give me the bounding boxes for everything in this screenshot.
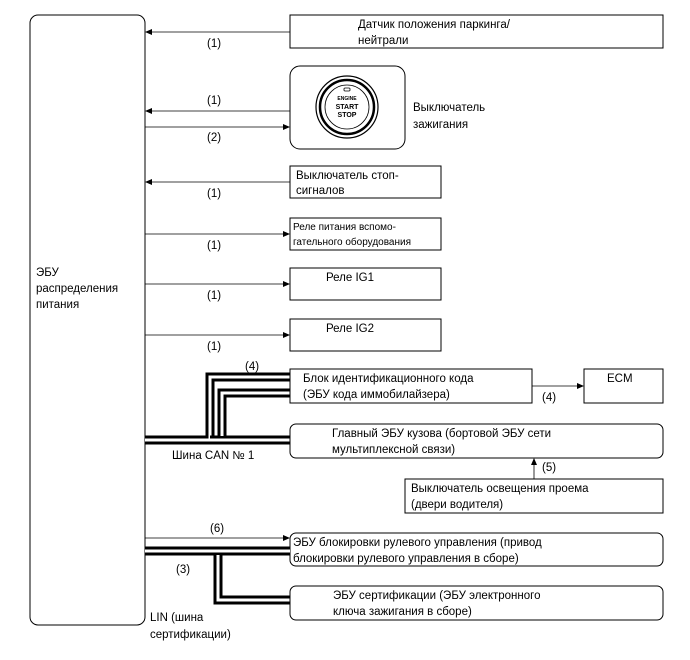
- acc-relay-label: Реле питания вспомо- гательного оборудов…: [293, 222, 411, 248]
- park-sensor-box: [289, 14, 664, 49]
- door-switch-signal-number: (5): [542, 462, 556, 474]
- acc-relay-signal-line: [145, 231, 290, 237]
- ig2-relay-label: Реле IG2: [326, 323, 374, 335]
- stop-switch-signal-line: [145, 179, 290, 185]
- cert-ecu-label: ЭБУ сертификации (ЭБУ электронного ключа…: [333, 590, 544, 618]
- svg-text:START: START: [336, 104, 360, 111]
- svg-text:ENGINE: ENGINE: [337, 96, 357, 102]
- immobilizer-signal-number: (4): [245, 361, 259, 373]
- cert-ecu-box: [289, 585, 664, 621]
- ig1-relay-signal-number: (1): [207, 290, 221, 302]
- park-sensor-signal-number: (1): [207, 38, 221, 50]
- steering-lock-label: ЭБУ блокировки рулевого управления (прив…: [293, 537, 545, 565]
- ignition-signal-out-line: [145, 124, 290, 130]
- stop-switch-label: Выключатель стоп- сигналов: [296, 170, 402, 197]
- immobilizer-label: Блок идентификационного кода (ЭБУ кода и…: [303, 373, 477, 401]
- ig1-relay-signal-line: [145, 281, 290, 287]
- body-ecu-label: Главный ЭБУ кузова (бортовой ЭБУ сети му…: [332, 428, 554, 456]
- lin-bus-signal-number: (3): [176, 564, 190, 576]
- can-bus-label: Шина CAN № 1: [172, 450, 254, 462]
- ecm-signal-line: [532, 383, 584, 389]
- lin-bus-lines: [145, 546, 290, 605]
- lin-bus-label: LIN (шина сертификации): [150, 612, 231, 641]
- ig1-relay-label: Реле IG1: [326, 272, 374, 284]
- ecu-main-block: [29, 14, 146, 626]
- door-switch-signal-line: [531, 458, 537, 479]
- park-sensor-label: Датчик положения паркинга/ нейтрали: [358, 19, 513, 47]
- engine-start-stop-button-icon: ENGINE START STOP: [315, 75, 379, 139]
- ecm-label: ECM: [607, 373, 633, 385]
- svg-text:STOP: STOP: [338, 112, 357, 119]
- acc-relay-signal-number: (1): [207, 240, 221, 252]
- ig1-relay-box: [289, 267, 442, 301]
- ig2-relay-box: [289, 318, 442, 352]
- ecm-signal-number: (4): [542, 392, 556, 404]
- stop-switch-box: [289, 165, 442, 199]
- immobilizer-box: [289, 368, 533, 404]
- can-bus-lines: [145, 372, 290, 445]
- steering-lock-signal-line: [144, 535, 290, 541]
- ignition-signal-out-number: (2): [207, 132, 221, 144]
- door-switch-label: Выключатель освещения проема (двери води…: [411, 483, 592, 511]
- ecu-main-label: ЭБУ распределения питания: [36, 267, 121, 311]
- stop-switch-signal-number: (1): [207, 188, 221, 200]
- door-switch-box: [404, 478, 664, 514]
- body-ecu-box: [289, 423, 664, 459]
- ig2-relay-signal-number: (1): [207, 341, 221, 353]
- steering-lock-signal-number: (6): [210, 523, 224, 535]
- ignition-signal-in-line: [145, 108, 290, 114]
- ecm-box: [583, 368, 664, 404]
- ignition-signal-in-number: (1): [207, 95, 221, 107]
- ignition-switch-label: Выключатель зажигания: [413, 102, 488, 131]
- park-sensor-signal-line: [145, 29, 290, 35]
- ig2-relay-signal-line: [145, 332, 290, 338]
